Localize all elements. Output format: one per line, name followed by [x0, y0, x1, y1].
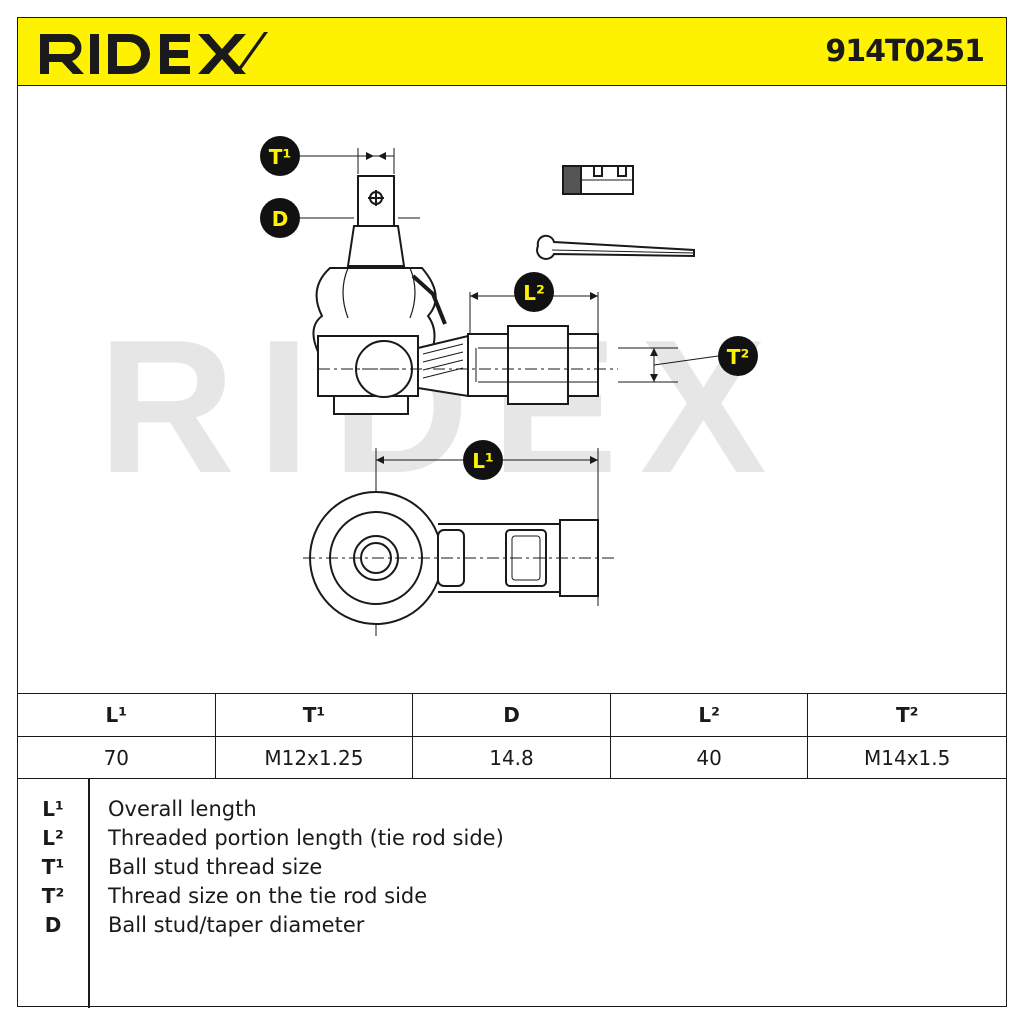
- legend-code: L²: [42, 826, 64, 850]
- svg-text:D: D: [272, 207, 289, 231]
- svg-text:T²: T²: [727, 345, 749, 369]
- legend-code: L¹: [42, 797, 64, 821]
- header-bar: 914T0251: [18, 18, 1006, 86]
- callout-l2: L²: [514, 272, 554, 312]
- legend-item: L¹ Overall length: [18, 795, 1006, 824]
- legend-desc: Threaded portion length (tie rod side): [108, 826, 504, 850]
- stud-taper: [346, 225, 406, 267]
- legend-desc: Thread size on the tie rod side: [108, 884, 428, 908]
- legend-code: D: [44, 913, 62, 937]
- legend-code: T²: [41, 884, 65, 908]
- spec-header: T²: [808, 694, 1006, 737]
- spec-value: 70: [18, 737, 216, 779]
- tie-rod-end-drawing: RIDEX: [98, 136, 789, 636]
- watermark: RIDEX: [98, 301, 789, 513]
- ridex-logo: [40, 32, 268, 74]
- spec-header: D: [413, 694, 611, 737]
- legend-divider: [88, 779, 90, 1008]
- legend-item: L² Threaded portion length (tie rod side…: [18, 824, 1006, 853]
- part-number: 914T0251: [825, 34, 985, 69]
- datasheet: 914T0251 RIDEX: [17, 17, 1007, 1008]
- callout-d: D: [260, 198, 300, 238]
- callout-t1: T¹: [260, 136, 300, 176]
- legend-desc: Ball stud thread size: [108, 855, 323, 879]
- legend: L¹ Overall length L² Threaded portion le…: [18, 779, 1006, 1008]
- cotter-pin: [536, 234, 695, 260]
- spec-table: L¹ T¹ D L² T² 70 M12x1.25 14.8 40 M14x1.…: [18, 693, 1006, 779]
- spec-header: L²: [610, 694, 809, 737]
- spec-value: M14x1.5: [864, 746, 951, 770]
- legend-code: T¹: [41, 855, 65, 879]
- svg-text:L²: L²: [523, 281, 545, 305]
- legend-item: T² Thread size on the tie rod side: [18, 882, 1006, 911]
- callout-l1: L¹: [463, 440, 503, 480]
- spec-header: T¹: [215, 694, 414, 737]
- legend-desc: Ball stud/taper diameter: [108, 913, 365, 937]
- spec-value: 40: [611, 737, 809, 779]
- svg-text:T¹: T¹: [269, 145, 291, 169]
- svg-text:L¹: L¹: [472, 449, 494, 473]
- legend-desc: Overall length: [108, 797, 257, 821]
- spec-value: M12x1.25: [216, 737, 414, 779]
- technical-drawing: RIDEX: [18, 86, 1006, 693]
- callout-t2: T²: [718, 336, 758, 376]
- spec-header: L¹: [18, 694, 216, 737]
- legend-item: D Ball stud/taper diameter: [18, 911, 1006, 940]
- legend-item: T¹ Ball stud thread size: [18, 853, 1006, 882]
- spec-value: 14.8: [413, 737, 611, 779]
